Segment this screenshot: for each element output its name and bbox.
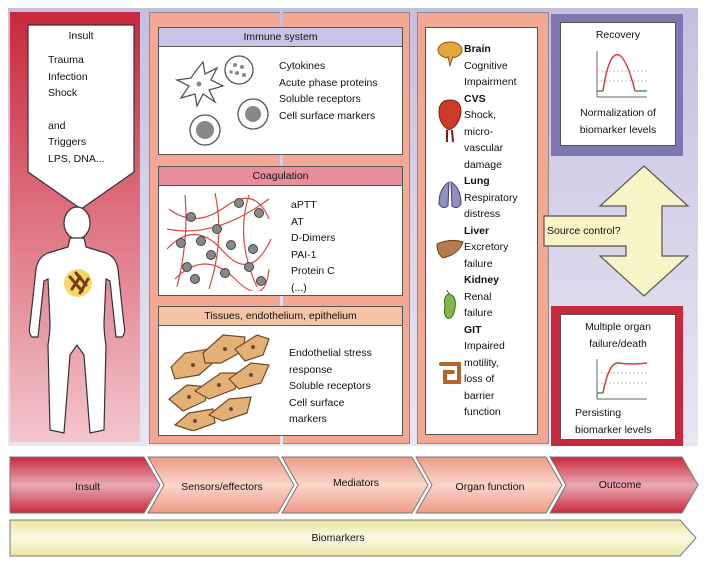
tissues-item: Endothelial stress (289, 347, 372, 359)
coagulation-item: Protein C (291, 265, 335, 277)
intestine-icon (439, 362, 461, 384)
insult-list: Trauma Infection Shock and Triggers LPS,… (48, 52, 105, 167)
organ-name-brain: Brain (464, 43, 491, 55)
insult-and: and (48, 119, 66, 132)
biomarkers-arrow (9, 519, 697, 557)
organ-text: Shock, (464, 109, 497, 121)
immune-item: Cytokines (279, 60, 326, 72)
source-control-label: Source control? (547, 225, 621, 237)
organ-text: micro- (464, 125, 494, 138)
insult-item: Shock (48, 87, 78, 99)
insult-title: Insult (68, 30, 94, 42)
organ-text: damage (464, 158, 502, 171)
organ-name-lung: Lung (464, 175, 490, 187)
immune-system-box: Immune system Cytokines Acute phase prot… (158, 27, 403, 155)
brain-icon (437, 41, 463, 67)
outcome-bottom-line: biomarker levels (575, 423, 652, 436)
insult-item: Infection (48, 70, 88, 83)
organ-name-liver: Liver (464, 224, 490, 237)
immune-item: Soluble receptors (279, 93, 361, 105)
organ-text: failure (464, 307, 493, 319)
insult-item: Trauma (48, 54, 84, 66)
organ-text: barrier (464, 389, 495, 402)
tissues-box: Tissues, endothelium, epithelium Endothe… (158, 306, 403, 436)
coagulation-item: PAI-1 (291, 248, 317, 261)
insult-triggers: Triggers (48, 136, 87, 148)
heart-icon (438, 99, 462, 143)
organ-text: Excretory (464, 241, 509, 253)
organ-text: Impairment (464, 76, 517, 88)
tissues-item: response (289, 363, 333, 376)
organ-text: vascular (464, 142, 504, 154)
stage-insult-chevron (9, 456, 161, 514)
organ-text: function (464, 406, 501, 418)
stage-mediators-chevron (281, 456, 429, 514)
organ-name-kidney: Kidney (464, 274, 500, 286)
tissues-item: Soluble receptors (289, 380, 371, 392)
liver-icon (436, 239, 464, 259)
lung-icon (438, 181, 462, 209)
stage-label-mediators: Mediators (332, 477, 380, 489)
persisting-curve-icon (596, 359, 648, 400)
stage-chevron-bar (9, 456, 699, 514)
organ-text: Renal (464, 290, 492, 303)
organ-name-cvs: CVS (464, 92, 486, 105)
recovery-line: Normalization of (580, 107, 656, 119)
insult-callout-shape (27, 24, 135, 210)
organ-name-git: GIT (464, 323, 482, 336)
tissues-item: markers (289, 413, 327, 425)
insult-pentagon-svg (27, 24, 135, 210)
tissues-list: Endothelial stress response Soluble rece… (289, 345, 372, 428)
stage-outcome-chevron (549, 456, 699, 514)
organ-text: Cognitive (464, 59, 508, 72)
outcome-bottom-line: Persisting (575, 407, 622, 419)
stage-organ-chevron (415, 456, 563, 514)
organ-text: Respiratory (464, 191, 518, 204)
organ-function-box (425, 27, 538, 435)
immune-list: Cytokines Acute phase proteins Soluble r… (279, 58, 378, 124)
coagulation-item: aPTT (291, 199, 317, 211)
organ-text: failure (464, 257, 493, 270)
organ-text: loss of (464, 373, 495, 385)
coagulation-clot-icon (166, 192, 272, 291)
stage-label-sensors: Sensors/effectors (181, 481, 263, 493)
stage-label-outcome: Outcome (598, 479, 642, 491)
immune-header: Immune system (159, 28, 402, 47)
coagulation-item: AT (291, 215, 304, 228)
coagulation-header: Coagulation (159, 167, 402, 186)
stage-sensors-chevron (147, 456, 295, 514)
recovery-curve-icon (596, 51, 647, 98)
recovery-text: Normalization of biomarker levels (561, 105, 675, 138)
double-arrow-icon (543, 165, 690, 297)
insult-triggers-list: LPS, DNA... (48, 152, 105, 165)
outcome-bottom-text: Persisting biomarker levels (575, 405, 651, 438)
tissues-header: Tissues, endothelium, epithelium (159, 307, 402, 326)
coagulation-item: (...) (291, 281, 307, 294)
coagulation-item: D-Dimers (291, 232, 336, 244)
outcome-title: Multiple organ failure/death (561, 319, 675, 352)
organ-text: motility, (464, 356, 499, 369)
recovery-title: Recovery (595, 29, 641, 41)
organ-list: Brain Cognitive Impairment CVS Shock, mi… (464, 41, 518, 421)
stage-label-insult: Insult (74, 481, 101, 493)
stage-label-organ: Organ function (455, 481, 525, 493)
coagulation-box: Coagulation aPTT AT D-Dimers PAI-1 Prote… (158, 166, 403, 296)
immune-item: Cell surface markers (279, 109, 376, 122)
organ-icons-svg (436, 41, 464, 384)
biomarkers-label: Biomarkers (311, 532, 365, 544)
kidney-icon (443, 289, 456, 319)
recovery-box: Recovery Normalization of biomarker leve… (560, 22, 676, 146)
immune-cells-icon (174, 55, 269, 146)
recovery-line: biomarker levels (579, 123, 657, 136)
tissues-item: Cell surface (289, 396, 345, 409)
coagulation-list: aPTT AT D-Dimers PAI-1 Protein C (...) (291, 197, 335, 296)
outcome-line: Multiple organ (585, 321, 651, 333)
immune-item: Acute phase proteins (279, 76, 378, 89)
organ-text: distress (464, 208, 501, 220)
outcome-box: Multiple organ failure/death Persisting … (560, 314, 676, 440)
endothelial-cells-icon (168, 334, 270, 431)
human-body-icon (28, 206, 126, 434)
outcome-line: failure/death (589, 337, 647, 350)
organ-text: Impaired (464, 340, 505, 352)
